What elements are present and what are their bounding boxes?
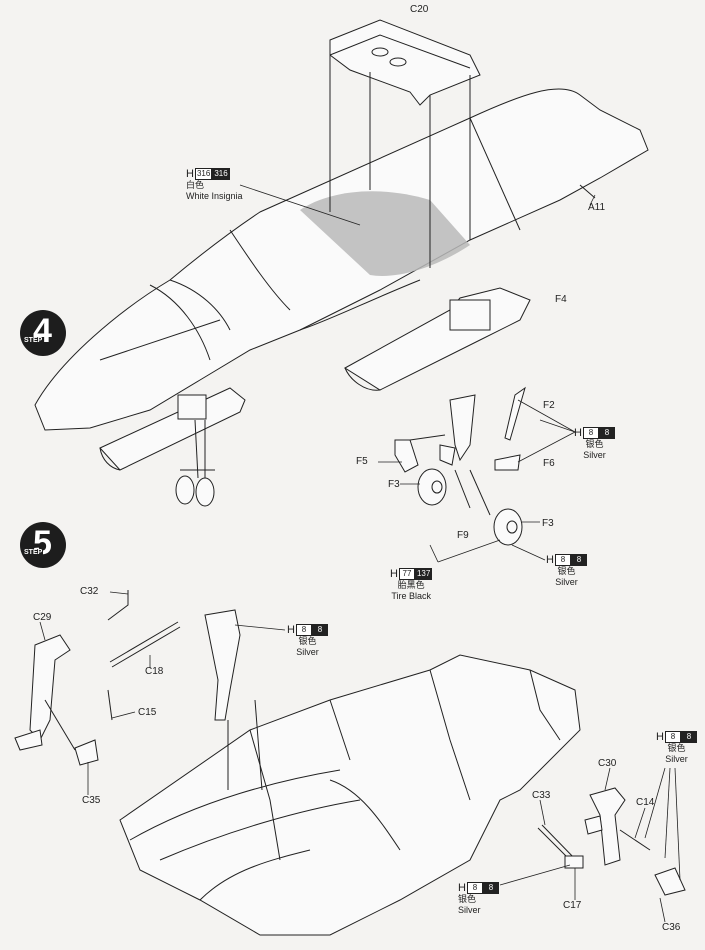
paint-code-1: 8: [664, 731, 681, 743]
paint-name-cn: 银色: [458, 894, 477, 904]
paint-name-en: Tire Black: [391, 591, 431, 601]
paint-name-cn: 银色: [585, 439, 604, 449]
part-label-c17: C17: [563, 900, 582, 911]
main-gear-f-drawing: [394, 386, 526, 546]
step-word: STEP: [23, 549, 44, 556]
paint-code-1: 316: [194, 168, 213, 180]
paint-name-cn: 胎黑色: [397, 580, 425, 590]
part-f4-drawing: [344, 287, 531, 391]
part-a11-drawing: [34, 88, 649, 431]
paint-name-en: Silver: [555, 577, 578, 587]
step-5-badge: 5 STEP: [20, 522, 66, 568]
part-label-c36: C36: [662, 922, 681, 933]
part-label-c29: C29: [33, 612, 52, 623]
front-bay-drawing: [99, 387, 246, 471]
part-label-c18: C18: [145, 666, 164, 677]
part-label-c20: C20: [410, 4, 429, 15]
part-label-f9: F9: [457, 530, 469, 541]
paint-code-2: 137: [414, 568, 433, 580]
paint-prefix: H: [656, 730, 664, 743]
part-c29-drawing: [14, 634, 113, 766]
paint-code-2: 316: [212, 168, 230, 180]
lower-fuselage-drawing: [119, 654, 581, 936]
paint-callout-silver-strut: H 8 8 银色 Silver: [287, 624, 328, 658]
paint-code-2: 8: [598, 427, 615, 439]
paint-code-2: 8: [570, 554, 587, 566]
paint-code-1: 77: [398, 568, 415, 580]
part-label-f6: F6: [543, 458, 555, 469]
part-label-c33: C33: [532, 790, 551, 801]
paint-code-2: 8: [482, 882, 499, 894]
paint-prefix: H: [186, 167, 194, 180]
paint-name-cn: 银色: [667, 743, 686, 753]
paint-code-1: 8: [466, 882, 483, 894]
paint-name-en: Silver: [458, 905, 481, 915]
paint-callout-silver-c30: H 8 8 银色 Silver: [656, 731, 697, 765]
paint-code-2: 8: [680, 731, 697, 743]
part-label-c30: C30: [598, 758, 617, 769]
step-word: STEP: [23, 337, 44, 344]
paint-name-cn: 银色: [298, 636, 317, 646]
part-label-c15: C15: [138, 707, 157, 718]
insignia-shading: [300, 191, 470, 276]
step-4-badge: 4 STEP: [20, 310, 66, 356]
part-label-a11: A11: [588, 202, 606, 213]
paint-code-1: 8: [582, 427, 599, 439]
paint-prefix: H: [458, 881, 466, 894]
paint-prefix: H: [546, 553, 554, 566]
paint-callout-silver-wheel: H 8 8 银色 Silver: [546, 554, 587, 588]
part-c18-drawing: [107, 590, 181, 668]
paint-prefix: H: [390, 567, 398, 580]
main-strut-c-drawing: [204, 609, 263, 791]
paint-prefix: H: [574, 426, 582, 439]
part-label-f3-right: F3: [542, 518, 554, 529]
part-label-f3-left: F3: [388, 479, 400, 490]
paint-callout-white-insignia: H 316 316 白色 White Insignia: [186, 168, 243, 202]
paint-callout-tire-black: H 77 137 胎黑色 Tire Black: [390, 567, 433, 602]
part-label-f2: F2: [543, 400, 555, 411]
front-gear-drawing: [175, 419, 215, 507]
paint-code-1: 8: [554, 554, 571, 566]
paint-name-en: Silver: [296, 647, 319, 657]
paint-prefix: H: [287, 623, 295, 636]
paint-name-en: Silver: [583, 450, 606, 460]
paint-name-cn: 银色: [557, 566, 576, 576]
paint-name-en: White Insignia: [186, 191, 243, 201]
part-label-c32: C32: [80, 586, 99, 597]
paint-callout-silver-f: H 8 8 银色 Silver: [574, 427, 615, 461]
part-label-f5: F5: [356, 456, 368, 467]
paint-code-1: 8: [295, 624, 312, 636]
part-c20-drawing: [329, 19, 481, 106]
paint-name-en: Silver: [665, 754, 688, 764]
paint-callout-silver-c17: H 8 8 银色 Silver: [458, 882, 499, 916]
part-label-c14: C14: [636, 797, 655, 808]
paint-code-2: 8: [311, 624, 328, 636]
part-label-f4: F4: [555, 294, 567, 305]
part-label-c35: C35: [82, 795, 101, 806]
paint-name-cn: 白色: [186, 180, 205, 190]
part-c30-drawing: [584, 787, 686, 896]
part-c17-drawing: [537, 824, 584, 869]
